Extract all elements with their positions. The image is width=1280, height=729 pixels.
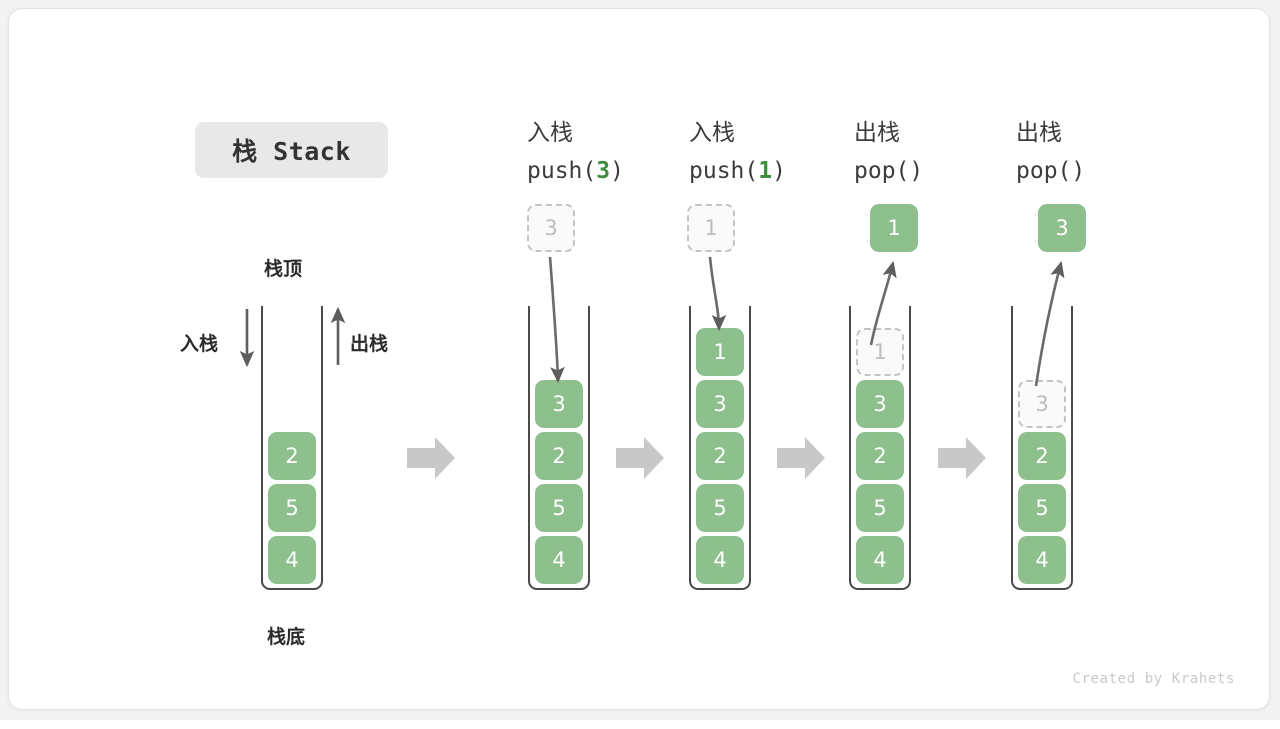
- stack-title-badge: 栈 Stack: [195, 122, 388, 178]
- code-prefix: pop(: [854, 158, 910, 184]
- step-separator-arrow: [938, 437, 986, 479]
- stack-wall-right: [749, 306, 751, 576]
- stack-cell: 2: [696, 432, 744, 480]
- stack-walls: [261, 306, 323, 590]
- stack-cell: 5: [696, 484, 744, 532]
- stack-wall-left: [849, 306, 851, 576]
- stack-wall-right: [321, 306, 323, 576]
- stack-walls: [528, 306, 590, 590]
- code-prefix: push(: [527, 158, 597, 184]
- stack-initial: 2 5 4: [261, 306, 323, 590]
- stack-cell: 1: [696, 328, 744, 376]
- code-suffix: ): [909, 158, 924, 184]
- stack-wall-left: [528, 306, 530, 576]
- stack-cell: 3: [535, 380, 583, 428]
- code-prefix: pop(: [1016, 158, 1072, 184]
- stack-wall-bottom: [261, 574, 323, 590]
- column-header-pop-1: 出栈 pop(): [854, 114, 923, 190]
- column-header-pop-2-zh: 出栈: [1016, 120, 1062, 146]
- column-header-push-3-zh: 入栈: [527, 120, 573, 146]
- popped-value-1: 1: [870, 204, 918, 252]
- stack-after-push-3: 3 2 5 4: [528, 306, 590, 590]
- stack-cell: 4: [856, 536, 904, 584]
- stack-cell: 4: [1018, 536, 1066, 584]
- column-header-pop-1-code: pop(): [854, 152, 923, 190]
- incoming-value-3: 3: [527, 204, 575, 252]
- stack-walls: [1011, 306, 1073, 590]
- stack-bottom-label: 栈底: [267, 626, 306, 648]
- stack-wall-bottom: [1011, 574, 1073, 590]
- stack-wall-left: [261, 306, 263, 576]
- arrows-overlay: [239, 256, 1065, 479]
- column-header-pop-2: 出栈 pop(): [1016, 114, 1085, 190]
- stack-cell: 2: [856, 432, 904, 480]
- stack-cell: 5: [535, 484, 583, 532]
- stack-walls: [689, 306, 751, 590]
- step-separator-arrow: [407, 437, 455, 479]
- stack-wall-bottom: [689, 574, 751, 590]
- stack-cell: 3: [696, 380, 744, 428]
- stack-after-pop-2: 3 2 5 4: [1011, 306, 1073, 590]
- column-header-push-3: 入栈 push(3): [527, 114, 624, 190]
- stack-wall-left: [689, 306, 691, 576]
- stack-wall-right: [909, 306, 911, 576]
- credit-text: Created by Krahets: [1072, 671, 1235, 687]
- stack-cell: 2: [1018, 432, 1066, 480]
- stack-wall-left: [1011, 306, 1013, 576]
- stack-cell: 2: [268, 432, 316, 480]
- stack-wall-bottom: [528, 574, 590, 590]
- stack-cell-removed: 3: [1018, 380, 1066, 428]
- column-header-push-1-zh: 入栈: [689, 120, 735, 146]
- stack-cell: 4: [535, 536, 583, 584]
- pop-direction-label: 出栈: [350, 333, 389, 355]
- code-arg: 3: [596, 158, 611, 184]
- stack-cell: 2: [535, 432, 583, 480]
- code-suffix: ): [610, 158, 624, 184]
- push-direction-label: 入栈: [180, 333, 219, 355]
- stack-wall-bottom: [849, 574, 911, 590]
- stack-cell: 5: [268, 484, 316, 532]
- stack-after-push-1: 1 3 2 5 4: [689, 306, 751, 590]
- popped-value-3: 3: [1038, 204, 1086, 252]
- stack-cell: 5: [856, 484, 904, 532]
- stack-top-label: 栈顶: [264, 258, 303, 280]
- code-suffix: ): [1071, 158, 1086, 184]
- stack-cell: 3: [856, 380, 904, 428]
- column-header-push-1: 入栈 push(1): [689, 114, 786, 190]
- diagram-card: 栈 Stack 入栈 push(3) 入栈 push(1) 出栈 pop() 出…: [8, 8, 1270, 710]
- stack-cell: 4: [268, 536, 316, 584]
- column-header-push-1-code: push(1): [689, 152, 786, 190]
- stack-walls: [849, 306, 911, 590]
- stack-cell-removed: 1: [856, 328, 904, 376]
- column-header-pop-2-code: pop(): [1016, 152, 1085, 190]
- code-suffix: ): [772, 158, 786, 184]
- stack-wall-right: [1071, 306, 1073, 576]
- stack-cell: 5: [1018, 484, 1066, 532]
- stack-title-label: 栈 Stack: [232, 137, 351, 166]
- stack-wall-right: [588, 306, 590, 576]
- column-header-push-3-code: push(3): [527, 152, 624, 190]
- stack-after-pop-1: 1 3 2 5 4: [849, 306, 911, 590]
- step-separator-arrow: [616, 437, 664, 479]
- column-header-pop-1-zh: 出栈: [854, 120, 900, 146]
- incoming-value-1: 1: [687, 204, 735, 252]
- step-separator-arrow: [777, 437, 825, 479]
- code-prefix: push(: [689, 158, 759, 184]
- stack-cell: 4: [696, 536, 744, 584]
- code-arg: 1: [758, 158, 773, 184]
